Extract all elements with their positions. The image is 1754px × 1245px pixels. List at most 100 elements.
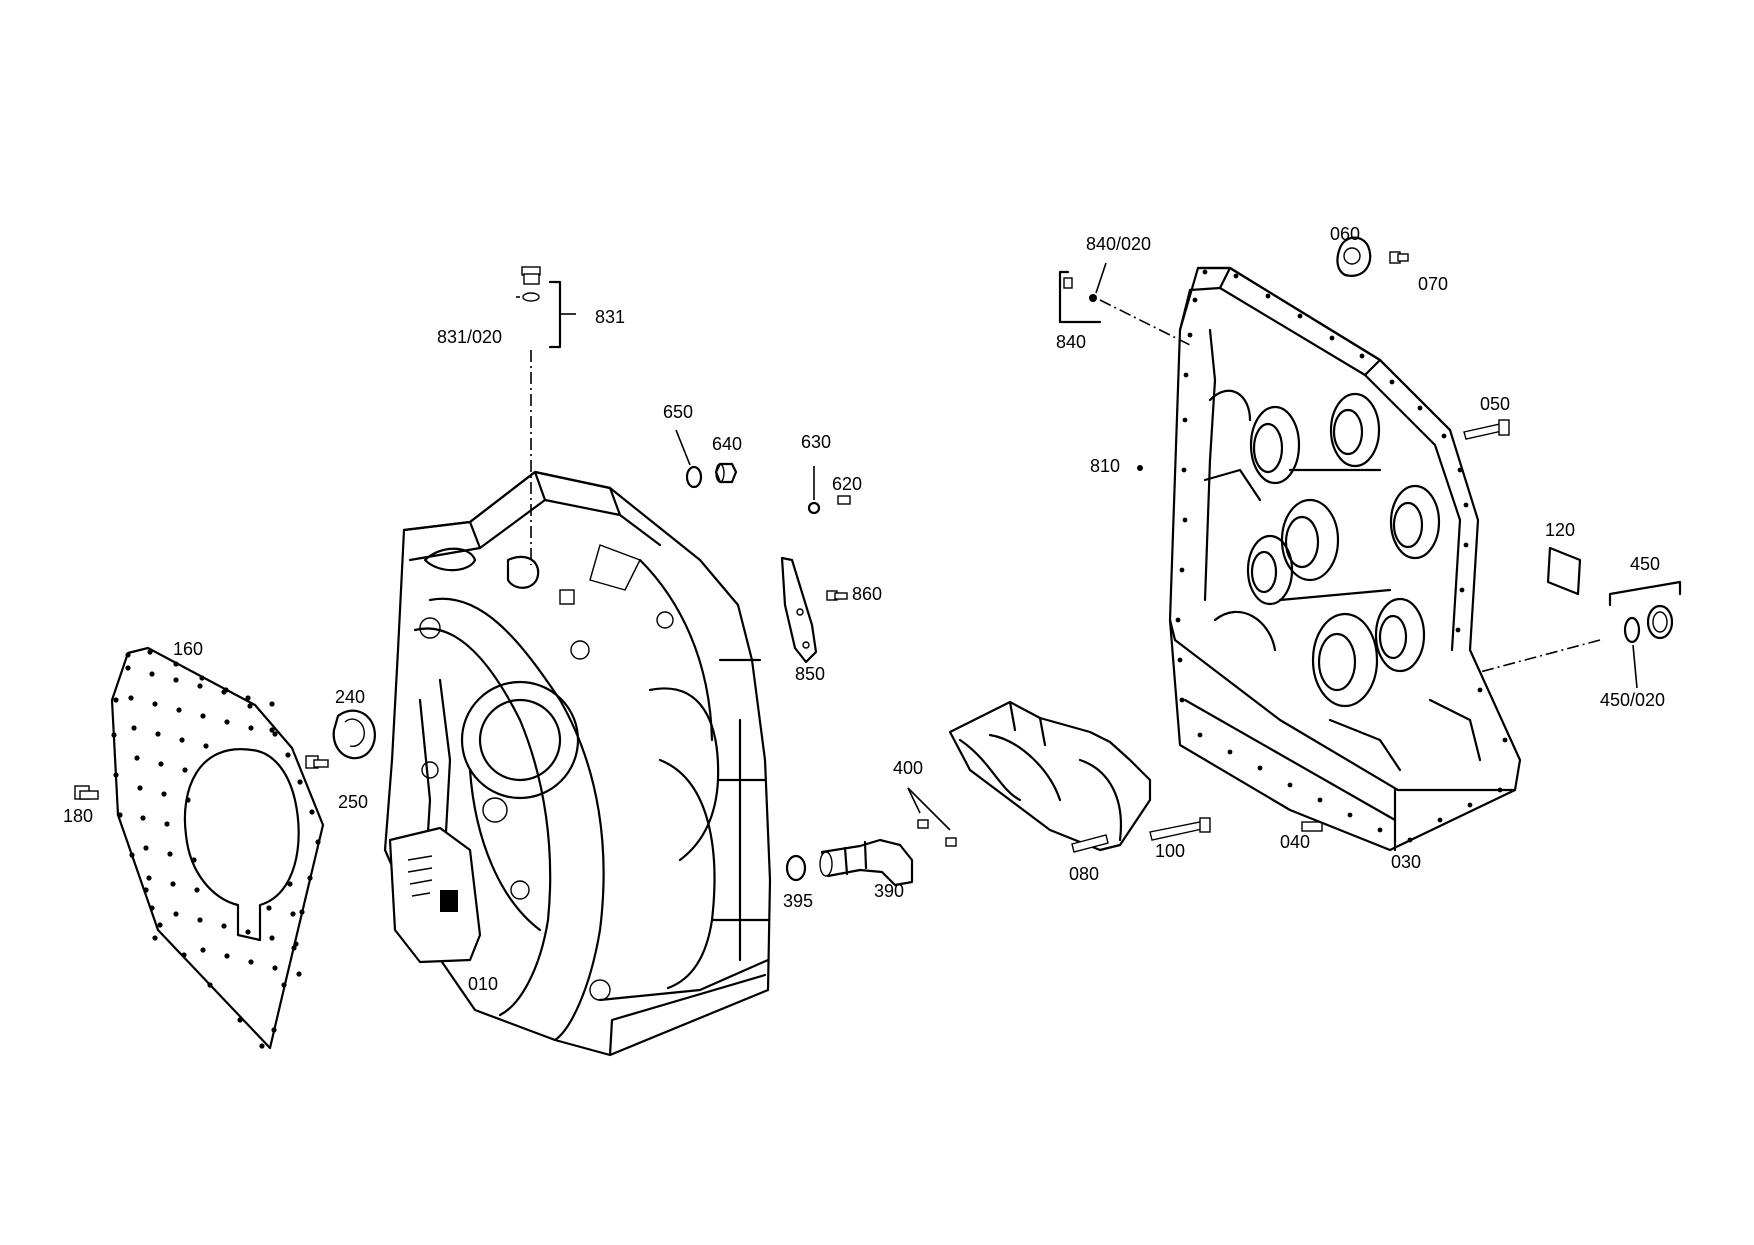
hole [248, 959, 254, 965]
hole [1459, 587, 1465, 593]
hole [113, 697, 119, 703]
hole [134, 755, 140, 761]
cover-plate-160 [110, 646, 325, 1050]
hole [259, 1043, 265, 1049]
hole [1407, 837, 1413, 843]
hole [221, 923, 227, 929]
housing-010 [383, 470, 772, 1057]
hole [1297, 313, 1303, 319]
hole [1265, 293, 1271, 299]
label-050: 050 [1480, 394, 1510, 414]
hole [170, 881, 176, 887]
hole [203, 743, 209, 749]
hole [266, 905, 272, 911]
label-630: 630 [801, 432, 831, 452]
hole [307, 875, 313, 881]
label-010: 010 [468, 974, 498, 994]
hole [146, 875, 152, 881]
hole [1183, 372, 1189, 378]
bolt-050 [1463, 419, 1510, 440]
hole [1175, 617, 1181, 623]
hole [224, 953, 230, 959]
hole [181, 952, 187, 958]
hole [285, 752, 291, 758]
o-ring-395 [785, 854, 807, 882]
hole [131, 725, 137, 731]
ball-630 [807, 501, 821, 515]
hole [200, 713, 206, 719]
hole [200, 947, 206, 953]
label-100: 100 [1155, 841, 1185, 861]
hole [1177, 657, 1183, 663]
hole [1377, 827, 1383, 833]
hole [164, 821, 170, 827]
hole [207, 982, 213, 988]
hole [1417, 405, 1423, 411]
bolt-070 [1389, 251, 1409, 264]
label-180: 180 [63, 806, 93, 826]
hole [182, 767, 188, 773]
hole [125, 652, 131, 658]
hole [1463, 542, 1469, 548]
part-810 [1137, 465, 1143, 471]
hole [140, 815, 146, 821]
hole [315, 839, 321, 845]
label-080: 080 [1069, 864, 1099, 884]
hole [173, 677, 179, 683]
bolt-100 [1149, 817, 1211, 841]
hole [111, 732, 117, 738]
hole [271, 1027, 277, 1033]
hole [1347, 812, 1353, 818]
label-620: 620 [832, 474, 862, 494]
hole [143, 887, 149, 893]
plug-831 [516, 266, 576, 349]
hole [1181, 467, 1187, 473]
hole [1182, 517, 1188, 523]
hole [158, 761, 164, 767]
housing-030 [1168, 266, 1522, 852]
hole [1457, 467, 1463, 473]
hole [149, 671, 155, 677]
hole [224, 719, 230, 725]
hole [199, 675, 205, 681]
hole [173, 911, 179, 917]
hole [247, 703, 253, 709]
label-450-020: 450/020 [1600, 690, 1665, 710]
hole [297, 779, 303, 785]
label-831-020: 831/020 [437, 327, 502, 347]
hole [1287, 782, 1293, 788]
hole [237, 1017, 243, 1023]
cover-060 [1336, 236, 1372, 277]
hole [137, 785, 143, 791]
label-070: 070 [1418, 274, 1448, 294]
bolts-400 [917, 819, 957, 847]
label-810: 810 [1090, 456, 1120, 476]
hole [1502, 737, 1508, 743]
hole [296, 971, 302, 977]
plate-850 [780, 556, 818, 664]
label-160: 160 [173, 639, 203, 659]
label-850: 850 [795, 664, 825, 684]
bolt-250 [305, 755, 329, 769]
hole [293, 941, 299, 947]
hole [194, 887, 200, 893]
hole [117, 812, 123, 818]
label-060: 060 [1330, 224, 1360, 244]
hole [125, 665, 131, 671]
hole [223, 687, 229, 693]
hole [176, 707, 182, 713]
hole [1257, 765, 1263, 771]
label-450: 450 [1630, 554, 1660, 574]
hole [1463, 502, 1469, 508]
hole [1455, 627, 1461, 633]
hole [113, 772, 119, 778]
hole [155, 731, 161, 737]
label-650: 650 [663, 402, 693, 422]
hole [291, 945, 297, 951]
hole [149, 905, 155, 911]
hole [1437, 817, 1443, 823]
hole [281, 982, 287, 988]
hole [290, 911, 296, 917]
pipe-390 [819, 838, 914, 887]
